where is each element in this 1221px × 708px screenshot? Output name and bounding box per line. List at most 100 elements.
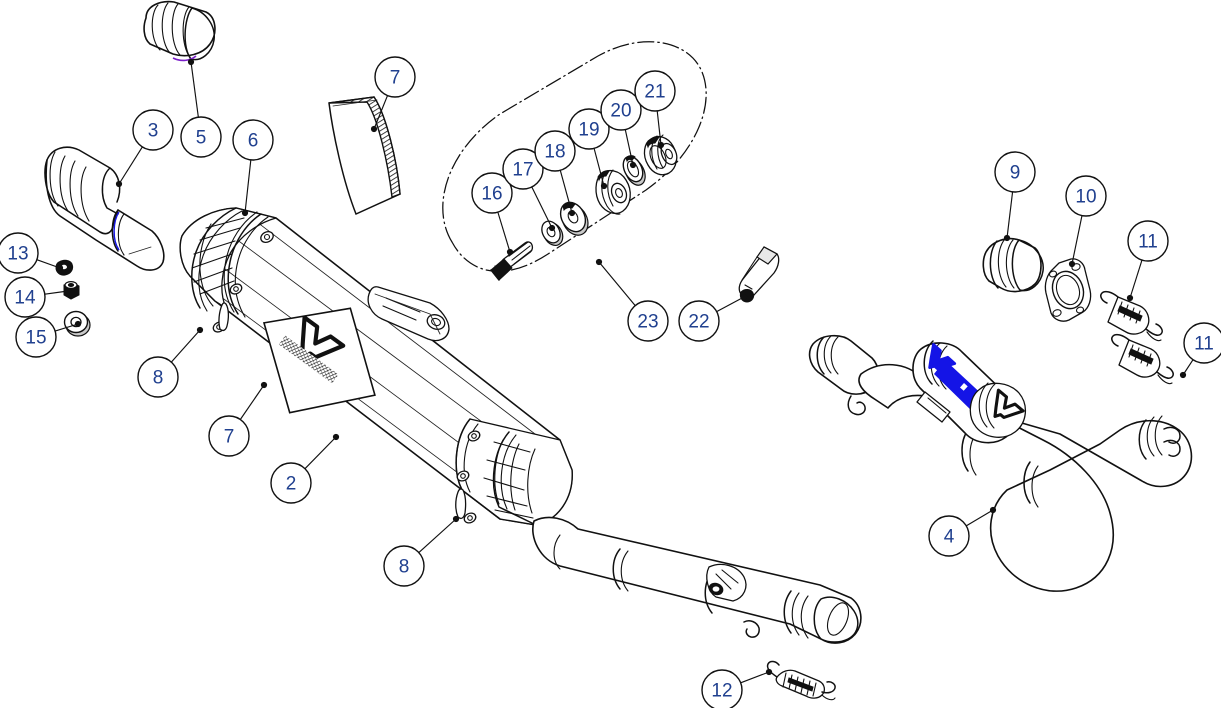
callout-19-spacer-bushing[interactable]: 19	[568, 108, 610, 190]
callout-7-akrapovic-badge[interactable]: 7	[208, 381, 268, 457]
callout-5-end-cap-plug[interactable]: 5	[180, 58, 222, 158]
callout-10-exhaust-flange-gasket[interactable]: 10	[1065, 175, 1107, 268]
callout-9-rubber-sleeve-cap[interactable]: 9	[994, 151, 1036, 242]
callout-bubble[interactable]	[0, 232, 39, 274]
akrapovic-logo-blue	[928, 343, 957, 371]
leader-line	[1129, 259, 1143, 299]
callout-number: 6	[248, 131, 259, 152]
callout-bubble[interactable]	[634, 70, 676, 112]
part-large-washer	[559, 201, 589, 236]
callout-20-rubber-ring[interactable]: 20	[600, 89, 642, 169]
callout-number: 15	[25, 328, 46, 349]
callout-number: 12	[711, 681, 732, 702]
callout-bubble[interactable]	[180, 116, 222, 158]
part-rubber-sleeve-cap	[982, 237, 1044, 293]
callout-bubble[interactable]	[600, 89, 642, 131]
leader-tip-dot	[506, 248, 514, 256]
callout-bubble[interactable]	[471, 172, 513, 214]
leader-tip-dot	[1003, 234, 1011, 242]
leader-tip-dot	[740, 293, 748, 301]
callout-number: 5	[196, 128, 207, 149]
callout-bubble[interactable]	[4, 276, 46, 318]
callout-bubble[interactable]	[132, 109, 174, 151]
callout-3-inlet-adapter-tube[interactable]: 3	[115, 109, 174, 188]
callout-bubble[interactable]	[270, 462, 312, 504]
leader-tip-dot	[260, 381, 268, 389]
part-mounting-hardware-kit	[442, 41, 707, 281]
callout-number: 17	[512, 160, 533, 181]
leader-line	[716, 296, 745, 313]
callout-bubble[interactable]	[15, 316, 57, 358]
callout-11-spring-retainer-bolt[interactable]: 11	[1126, 220, 1169, 302]
callout-2-muffler-sleeve[interactable]: 2	[270, 433, 340, 504]
callout-bubble[interactable]	[1065, 175, 1107, 217]
leader-tip-dot	[332, 433, 340, 441]
callout-8-cap-rivet[interactable]: 8	[137, 326, 204, 398]
callout-number: 8	[153, 368, 164, 389]
callout-number: 8	[399, 557, 410, 578]
callout-number: 4	[944, 527, 955, 548]
callout-14-hex-nut[interactable]: 14	[4, 276, 72, 318]
part-adhesive-tube	[738, 246, 780, 303]
leader-line	[740, 671, 770, 684]
part-tension-spring	[766, 660, 836, 701]
callout-8-cap-rivet[interactable]: 8	[383, 515, 460, 587]
callout-bubble[interactable]	[627, 300, 669, 342]
callout-22-adhesive-tube[interactable]: 22	[678, 293, 748, 342]
callout-11-spring-retainer-bolt[interactable]: 11	[1179, 322, 1221, 379]
callout-bubble[interactable]	[994, 151, 1036, 193]
part-sensor-boss	[706, 563, 747, 602]
callout-16-socket-head-bolt[interactable]: 16	[471, 172, 514, 256]
leader-tip-dot	[196, 326, 204, 334]
leader-line	[624, 129, 634, 166]
callout-13-small-clip[interactable]: 13	[0, 232, 64, 274]
akrapovic-cap-logo	[993, 388, 1025, 419]
callout-21-grommet-bushing[interactable]: 21	[634, 70, 676, 149]
callout-bubble[interactable]	[374, 56, 416, 98]
leader-line	[497, 211, 511, 253]
callout-number: 11	[1138, 232, 1158, 253]
part-small-washer	[541, 220, 564, 247]
part-front-end-cap	[179, 207, 277, 333]
callout-12-tension-spring[interactable]: 12	[701, 668, 773, 708]
callout-bubble[interactable]	[208, 415, 250, 457]
part-tail-link-pipe	[532, 516, 862, 644]
callout-bubble[interactable]	[678, 300, 720, 342]
leader-tip-dot	[1068, 260, 1076, 268]
callout-number: 13	[7, 244, 28, 265]
callout-18-large-washer[interactable]: 18	[534, 130, 576, 217]
callout-bubble[interactable]	[534, 130, 576, 172]
callout-bubble[interactable]	[928, 515, 970, 557]
callout-bubble[interactable]	[502, 148, 544, 190]
leader-tip-dot	[765, 668, 773, 676]
callout-bubble[interactable]	[1183, 322, 1221, 364]
callout-bubble[interactable]	[232, 119, 274, 161]
leader-line	[593, 148, 605, 187]
part-spring-retainer-bolt-lower	[1111, 333, 1174, 385]
callout-bubble[interactable]	[701, 669, 743, 708]
callout-15-washer-grommet[interactable]: 15	[15, 316, 82, 358]
leader-line	[656, 110, 662, 146]
callout-number: 2	[286, 474, 297, 495]
callout-6-front-end-cap[interactable]: 6	[232, 119, 274, 217]
part-heat-shield-sheet	[328, 96, 401, 216]
callout-bubble[interactable]	[1127, 220, 1169, 262]
callout-7-heat-shield-sheet[interactable]: 7	[370, 56, 416, 133]
leader-tip-dot	[629, 161, 637, 169]
leader-tip-dot	[56, 264, 64, 272]
callout-17-small-washer[interactable]: 17	[502, 148, 556, 232]
leader-line	[36, 259, 61, 269]
leader-tip-dot	[595, 258, 603, 266]
callout-23-mounting-hardware-kit[interactable]: 23	[595, 258, 669, 342]
part-grommet-bushing	[643, 134, 678, 176]
leader-tip-dot	[1179, 371, 1187, 379]
part-akrapovic-badge	[262, 307, 376, 414]
callout-number: 20	[610, 101, 631, 122]
callout-bubble[interactable]	[383, 545, 425, 587]
callout-bubble[interactable]	[568, 108, 610, 150]
callout-bubble[interactable]	[137, 356, 179, 398]
part-rubber-ring	[622, 155, 646, 186]
callout-4-header-link-pipe[interactable]: 4	[928, 506, 997, 557]
leader-tip-dot	[74, 320, 82, 328]
